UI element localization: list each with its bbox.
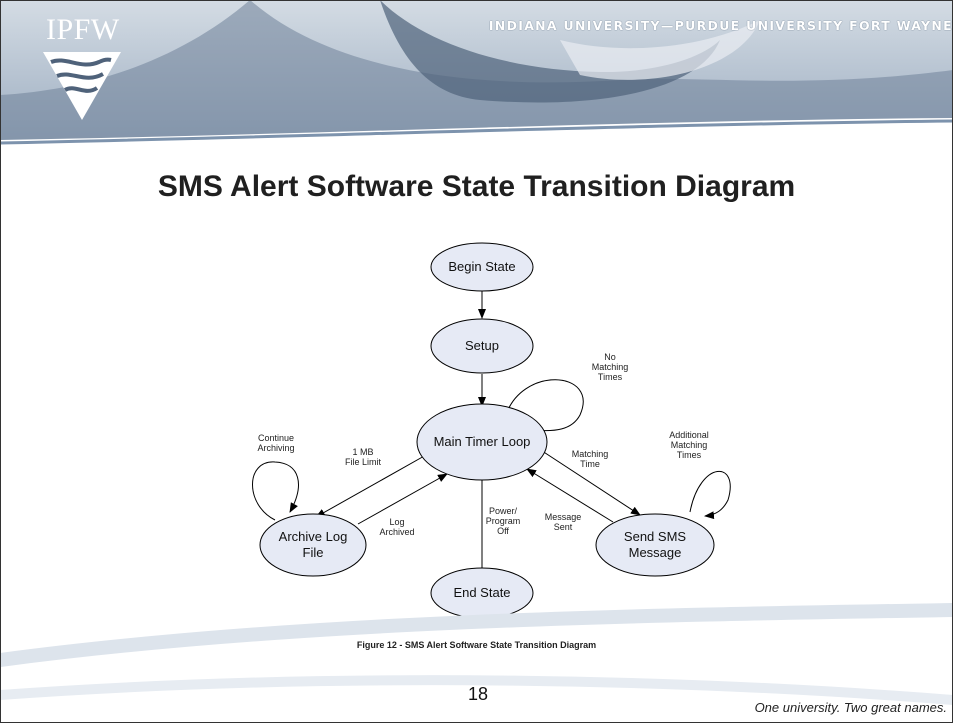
additional-matching-l3: Times (676, 450, 702, 460)
no-matching-times-label: No Matching Times (580, 352, 640, 382)
banner-background (0, 0, 953, 150)
log-archived-label: Log Archived (367, 517, 427, 537)
matching-time-l2: Time (580, 459, 600, 469)
setup-label: Setup (465, 338, 499, 353)
sms-label-line1: Send SMS (623, 529, 687, 544)
university-name: INDIANA UNIVERSITY—PURDUE UNIVERSITY FOR… (488, 18, 953, 33)
slide-title: SMS Alert Software State Transition Diag… (157, 170, 796, 203)
edge-archive-main (357, 473, 448, 525)
file-limit-l1: 1 MB (352, 447, 374, 457)
no-matching-l2: Matching (591, 362, 629, 372)
additional-matching-l1: Additional (669, 430, 709, 440)
edge-main-loop (504, 379, 584, 435)
file-limit-label: 1 MB File Limit (333, 447, 393, 467)
message-sent-l2: Sent (553, 522, 573, 532)
matching-time-l1: Matching (571, 449, 609, 459)
edge-main-sms (532, 444, 641, 516)
continue-archiving-label: Continue Archiving (246, 433, 306, 453)
no-matching-l1: No (604, 352, 616, 362)
main-timer-loop-label: Main Timer Loop (433, 434, 531, 449)
edge-sms-loop (689, 471, 731, 520)
node-archive-log-file (259, 513, 367, 577)
file-limit-l2: File Limit (344, 457, 381, 467)
figure-caption: Figure 12 - SMS Alert Software State Tra… (356, 640, 597, 650)
power-off-l3: Off (497, 526, 509, 536)
edge-main-archive (315, 454, 427, 518)
power-off-l2: Program (485, 516, 521, 526)
header-banner: INDIANA UNIVERSITY—PURDUE UNIVERSITY FOR… (0, 0, 953, 150)
node-send-sms-message (595, 513, 715, 577)
continue-archiving-l2: Archiving (257, 443, 295, 453)
continue-archiving-l1: Continue (257, 433, 295, 443)
edge-sms-main (526, 468, 614, 523)
message-sent-l1: Message (544, 512, 582, 522)
power-off-label: Power/ Program Off (473, 506, 533, 536)
message-sent-label: Message Sent (533, 512, 593, 532)
additional-matching-times-label: Additional Matching Times (659, 430, 719, 460)
page-number: 18 (467, 684, 489, 704)
sms-label-line2: Message (628, 545, 682, 560)
edge-archive-loop (252, 461, 299, 521)
log-archived-l1: Log (389, 517, 405, 527)
node-setup (430, 318, 534, 374)
ipfw-logo: IPFW (28, 8, 128, 120)
end-state-label: End State (453, 585, 511, 600)
node-main-timer-loop (416, 403, 548, 481)
tagline: One university. Two great names. (754, 700, 947, 715)
archive-label-line1: Archive Log (278, 529, 348, 544)
matching-time-label: Matching Time (560, 449, 620, 469)
archive-label-line2: File (302, 545, 324, 560)
logo-text: IPFW (46, 13, 120, 46)
begin-state-label: Begin State (448, 259, 516, 274)
footer-swoosh (0, 603, 953, 705)
no-matching-l3: Times (597, 372, 623, 382)
additional-matching-l2: Matching (670, 440, 708, 450)
logo-wave-icon (43, 52, 121, 120)
archive-log-file-label: Archive Log File (263, 529, 363, 561)
power-off-l1: Power/ (488, 506, 517, 516)
send-sms-message-label: Send SMS Message (605, 529, 705, 561)
node-begin-state (430, 242, 534, 292)
log-archived-l2: Archived (379, 527, 415, 537)
